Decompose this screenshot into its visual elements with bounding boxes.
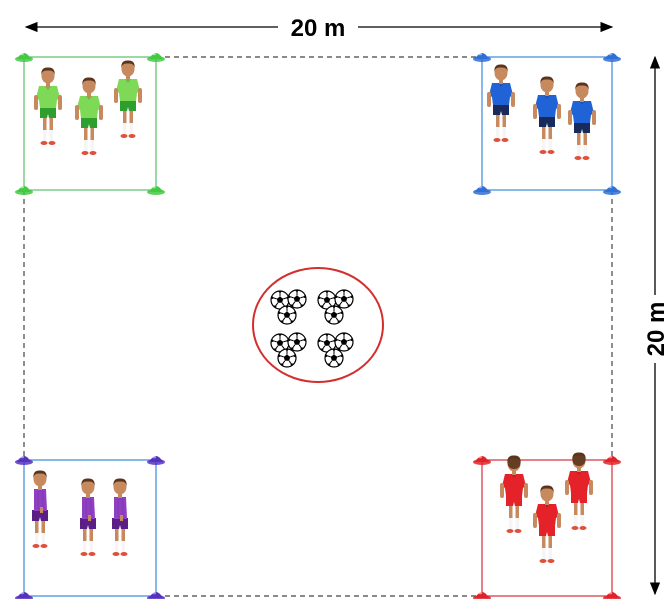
zones-layer <box>15 52 621 599</box>
field-outline <box>23 56 613 597</box>
zone-purple-border <box>23 459 157 597</box>
player-red-1 <box>500 455 528 533</box>
zone-purple <box>15 455 165 599</box>
cone-purple-4 <box>147 591 165 599</box>
height-dimension: 20 m <box>643 55 664 596</box>
player-purple-1 <box>32 470 48 548</box>
soccer-ball-icon <box>324 348 344 368</box>
zone-blue-border <box>481 56 613 191</box>
zone-green-border <box>23 56 157 191</box>
player-red-2 <box>533 485 561 563</box>
ball-group-2 <box>317 289 354 325</box>
cone-red-3 <box>473 591 491 599</box>
width-label: 20 m <box>291 15 346 42</box>
cone-blue-3 <box>473 185 491 195</box>
balls-layer <box>270 289 354 368</box>
player-blue-2 <box>533 76 561 154</box>
cone-green-4 <box>147 185 165 195</box>
cone-purple-2 <box>147 455 165 465</box>
cone-green-2 <box>147 52 165 62</box>
soccer-ball-icon <box>334 289 354 309</box>
cone-purple-3 <box>15 591 33 599</box>
zone-green <box>15 52 165 195</box>
player-green-3 <box>114 60 142 138</box>
cone-red-4 <box>603 591 621 599</box>
ball-area <box>252 267 384 383</box>
player-red-3 <box>565 452 593 530</box>
cone-red-2 <box>603 455 621 465</box>
soccer-ball-icon <box>334 332 354 352</box>
player-purple-3 <box>112 478 128 556</box>
cone-blue-4 <box>603 185 621 195</box>
player-blue-1 <box>487 64 515 142</box>
cone-blue-1 <box>473 52 491 62</box>
width-dimension: 20 m <box>24 15 614 42</box>
cone-red-1 <box>473 455 491 465</box>
ball-area-circle <box>252 267 384 383</box>
soccer-ball-icon <box>287 332 307 352</box>
soccer-ball-icon <box>277 348 297 368</box>
player-blue-3 <box>568 82 596 160</box>
soccer-ball-icon <box>277 305 297 325</box>
player-purple-2 <box>80 478 96 556</box>
height-label: 20 m <box>643 302 664 357</box>
ball-group-4 <box>317 332 354 368</box>
cone-green-1 <box>15 52 33 62</box>
player-green-1 <box>34 67 62 145</box>
zone-red <box>473 452 621 599</box>
soccer-ball-icon <box>324 305 344 325</box>
soccer-ball-icon <box>287 289 307 309</box>
zone-blue <box>473 52 621 195</box>
zone-red-border <box>481 459 613 597</box>
player-green-2 <box>75 77 103 155</box>
ball-group-1 <box>270 289 307 325</box>
cone-green-3 <box>15 185 33 195</box>
ball-group-3 <box>270 332 307 368</box>
cone-blue-2 <box>603 52 621 62</box>
cone-purple-1 <box>15 455 33 465</box>
